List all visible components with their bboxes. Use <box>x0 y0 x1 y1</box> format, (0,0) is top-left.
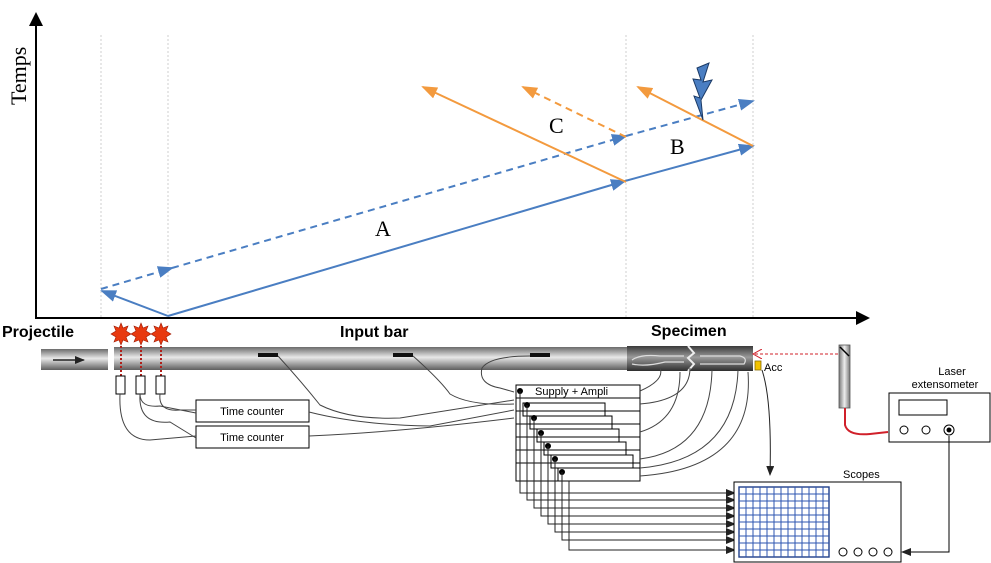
time-counter-1: Time counter <box>220 406 284 418</box>
wave-incident-a <box>167 179 627 317</box>
wave-dashed-2 <box>171 134 628 269</box>
oscilloscope-grid <box>739 487 829 557</box>
wave-reflected-a <box>421 86 627 183</box>
laser-mirror <box>839 346 850 357</box>
scopes-label: Scopes <box>843 469 880 481</box>
scope-knob-4 <box>883 547 893 557</box>
accelerometer-label: Acc <box>764 362 783 374</box>
reference-lines <box>100 35 754 318</box>
laser-knob-3-dot <box>946 427 952 433</box>
laser-display <box>898 399 948 416</box>
laser-label-line1: Laser <box>938 366 966 378</box>
input-bar-label: Input bar <box>340 324 408 341</box>
strain-gauge-2 <box>393 353 413 357</box>
specimen-label: Specimen <box>651 323 727 340</box>
wave-label-a: A <box>375 216 391 241</box>
laser-label-line2: extensometer <box>912 379 979 391</box>
time-counter-2-box <box>195 425 310 449</box>
wave-reflect-short <box>100 290 169 317</box>
time-counter-1-box <box>195 399 310 423</box>
incident-waves <box>100 98 755 317</box>
strain-gauges <box>258 353 550 357</box>
wave-incident-b <box>624 143 755 182</box>
input-bar <box>114 347 628 370</box>
specimen <box>627 346 753 371</box>
reflected-waves <box>421 86 754 183</box>
laser-knob-1 <box>899 425 909 435</box>
scope-knob-2 <box>853 547 863 557</box>
time-axis-label: Temps <box>6 47 31 105</box>
wave-reflected-b <box>636 86 754 147</box>
strain-gauge-3 <box>530 353 550 357</box>
oscilloscope-knobs <box>838 547 893 557</box>
spark-icon-3 <box>150 322 172 346</box>
time-diagram: Temps A B C <box>6 12 870 325</box>
spark-icon-2 <box>130 322 152 346</box>
laser-knob-2 <box>921 425 931 435</box>
projectile-label: Projectile <box>2 324 74 341</box>
specimen-fracture-icon <box>686 345 696 372</box>
wave-label-c: C <box>549 113 564 138</box>
strain-gauge-1 <box>258 353 278 357</box>
laser-cable <box>844 408 889 436</box>
light-barriers <box>110 322 172 395</box>
gauge-cables <box>277 355 749 477</box>
scope-knob-3 <box>868 547 878 557</box>
wave-dashed-3 <box>625 98 755 137</box>
acc-to-scope-cable <box>761 369 775 476</box>
wave-reflected-c <box>521 86 627 138</box>
supply-ampli-box <box>515 384 641 482</box>
wave-label-b: B <box>670 134 685 159</box>
experimental-setup: Projectile Input bar Specimen Acc <box>2 322 991 563</box>
wave-dashed-1 <box>100 266 174 290</box>
photodiode-cables <box>119 393 197 441</box>
signal-lines <box>519 391 736 554</box>
photodiode-3 <box>155 375 166 395</box>
scope-knob-1 <box>838 547 848 557</box>
photodiode-1 <box>115 375 126 395</box>
specimen-wires <box>631 354 746 366</box>
supply-ampli-label: Supply + Ampli <box>535 386 608 398</box>
supply-ampli-stack <box>515 384 641 482</box>
fracture-bolt-icon <box>692 62 713 121</box>
photodiode-2 <box>135 375 146 395</box>
time-counter-2: Time counter <box>220 432 284 444</box>
accelerometer-sensor <box>754 360 762 371</box>
spark-icon-1 <box>110 322 132 346</box>
laser-to-scope-cable <box>901 436 950 556</box>
